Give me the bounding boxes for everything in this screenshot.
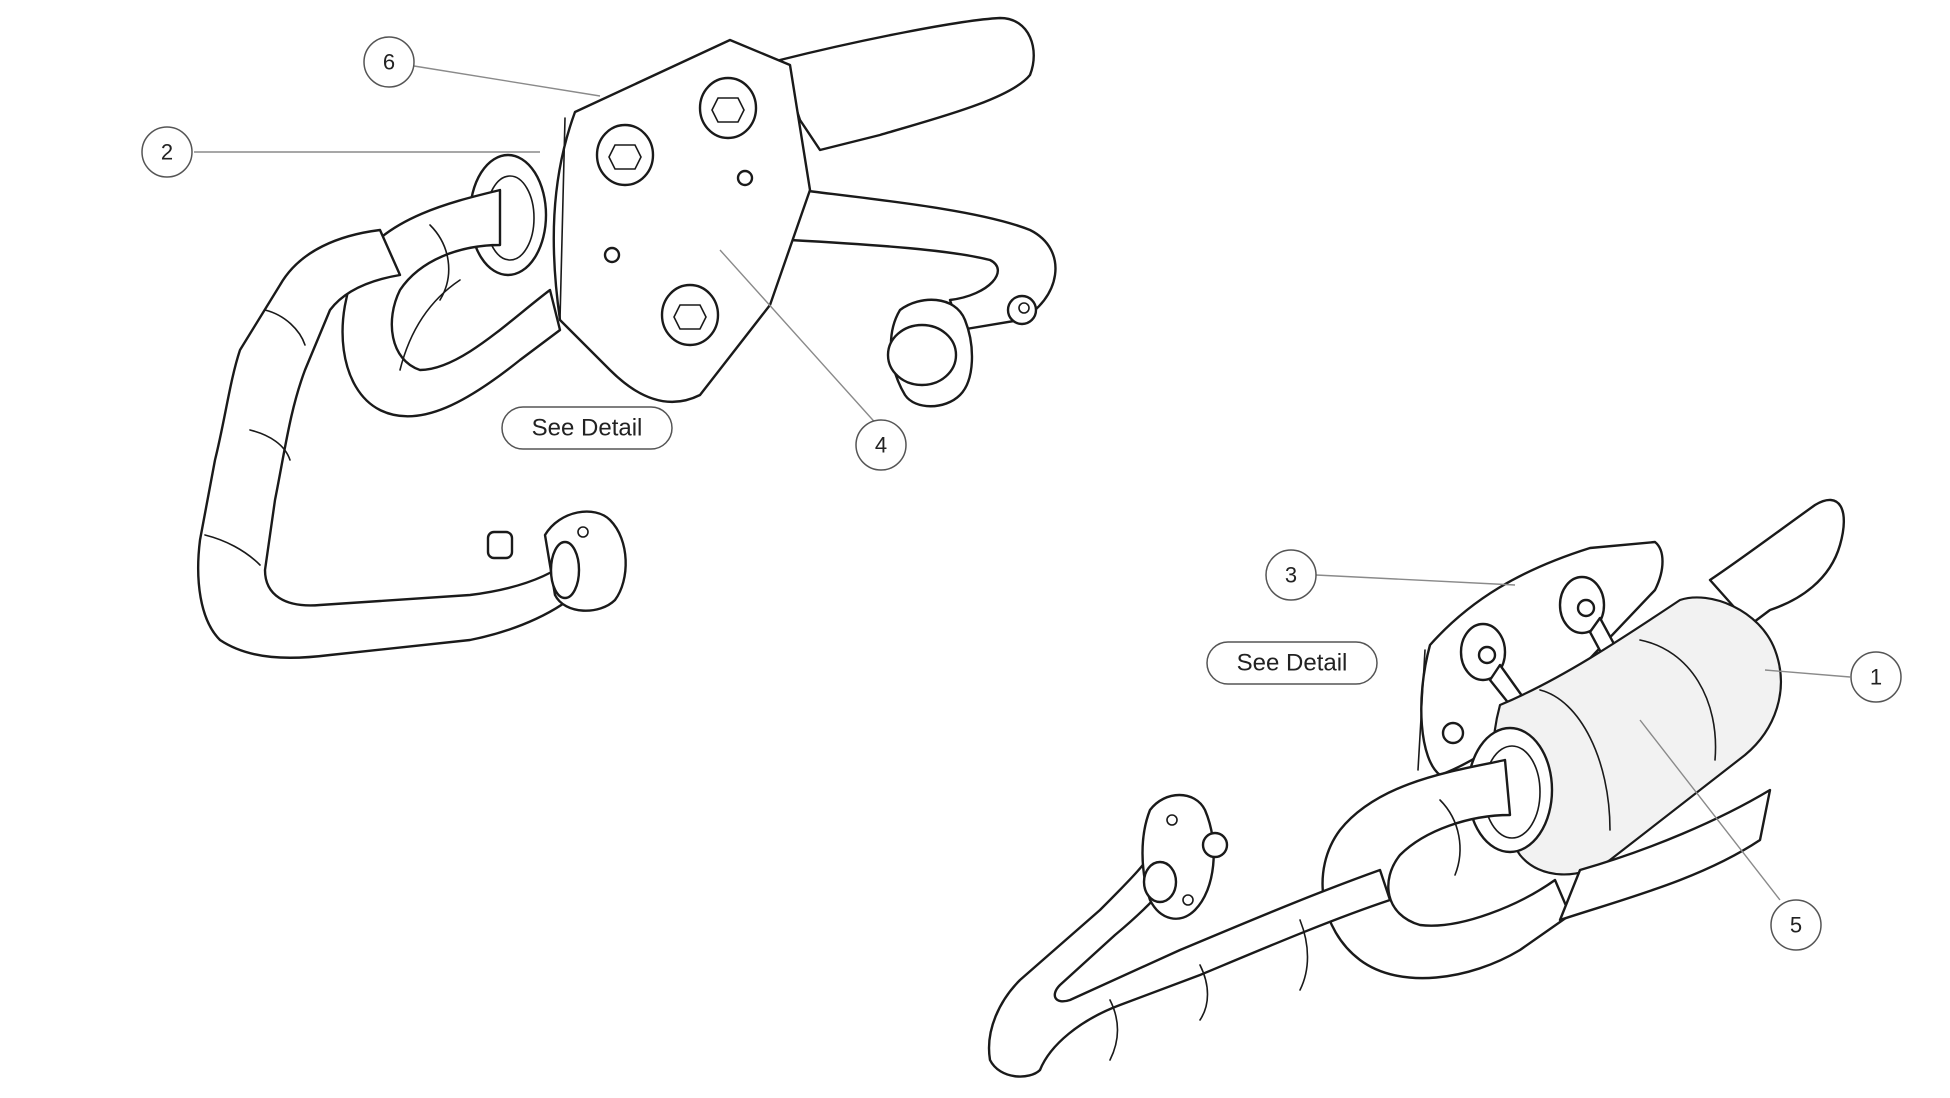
callout-1-label: 1 bbox=[1870, 665, 1882, 690]
tailpipe-outlet bbox=[1708, 498, 1845, 627]
plate-bolt-bottom bbox=[660, 283, 720, 347]
inlet-flange-front-hole-2 bbox=[1182, 894, 1194, 906]
leader-1 bbox=[1764, 669, 1851, 678]
exhaust-assembly-front-view bbox=[987, 498, 1845, 1078]
header-front-joint-1 bbox=[1299, 919, 1309, 991]
inlet-flange-hole bbox=[577, 526, 589, 538]
leader-3 bbox=[1315, 574, 1516, 586]
see-detail-button-rear[interactable]: See Detail bbox=[501, 406, 673, 450]
see-detail-label-front: See Detail bbox=[1237, 650, 1348, 677]
primary-header-front bbox=[987, 838, 1392, 1078]
callout-6-label: 6 bbox=[383, 50, 395, 75]
header-front-seam-1 bbox=[1439, 799, 1461, 876]
leader-5 bbox=[1639, 719, 1781, 901]
plate-stud-right bbox=[736, 169, 754, 187]
inlet-flange-front-hole-1 bbox=[1166, 814, 1178, 826]
plate-front-stud bbox=[1441, 721, 1465, 745]
header-front-joint-2 bbox=[1199, 964, 1209, 1021]
callout-4-label: 4 bbox=[875, 433, 887, 458]
plate-bolt-top bbox=[698, 76, 758, 140]
tailpipe-upper bbox=[778, 16, 1035, 152]
see-detail-label-rear: See Detail bbox=[532, 415, 643, 442]
plate-stud-left bbox=[603, 246, 621, 264]
inlet-front-pipe bbox=[1142, 860, 1178, 904]
header-joint-3 bbox=[204, 534, 261, 566]
tube-under-muffler bbox=[1558, 788, 1772, 922]
leader-6 bbox=[413, 65, 601, 97]
plate-bolt-left bbox=[595, 123, 655, 187]
callout-2-label: 2 bbox=[161, 140, 173, 165]
callout-5-label: 5 bbox=[1790, 913, 1802, 938]
plate-edge bbox=[559, 117, 566, 321]
callout-5[interactable]: 5 bbox=[1770, 899, 1822, 951]
callout-6[interactable]: 6 bbox=[363, 36, 415, 88]
header-joint-1 bbox=[264, 309, 306, 346]
header-front-joint-3 bbox=[1109, 999, 1119, 1061]
primary-header-left bbox=[197, 228, 582, 659]
callout-3[interactable]: 3 bbox=[1265, 549, 1317, 601]
see-detail-button-front[interactable]: See Detail bbox=[1206, 641, 1378, 685]
inlet-front-stud bbox=[1201, 831, 1229, 859]
muffler-band-2 bbox=[1639, 639, 1717, 761]
sensor-hole-right bbox=[1018, 302, 1030, 314]
o2-sensor-bung bbox=[486, 530, 514, 560]
outlet-pipe-right bbox=[886, 323, 958, 387]
callout-4[interactable]: 4 bbox=[855, 419, 907, 471]
leader-4 bbox=[719, 249, 881, 429]
sensor-boss-right bbox=[1006, 294, 1038, 326]
leader-lines bbox=[194, 65, 1851, 901]
hanger-bracket-right bbox=[1558, 575, 1622, 662]
header-seam-2 bbox=[399, 279, 461, 371]
exhaust-assembly-rear-view bbox=[197, 16, 1057, 659]
callout-1[interactable]: 1 bbox=[1850, 651, 1902, 703]
header-joint-2 bbox=[249, 429, 291, 461]
callout-3-label: 3 bbox=[1285, 563, 1297, 588]
plate-front-edge bbox=[1417, 649, 1426, 771]
muffler-band-1 bbox=[1539, 689, 1611, 831]
header-front-u-bend bbox=[1321, 758, 1572, 980]
callout-2[interactable]: 2 bbox=[141, 126, 193, 178]
inlet-pipe-end bbox=[549, 540, 581, 600]
